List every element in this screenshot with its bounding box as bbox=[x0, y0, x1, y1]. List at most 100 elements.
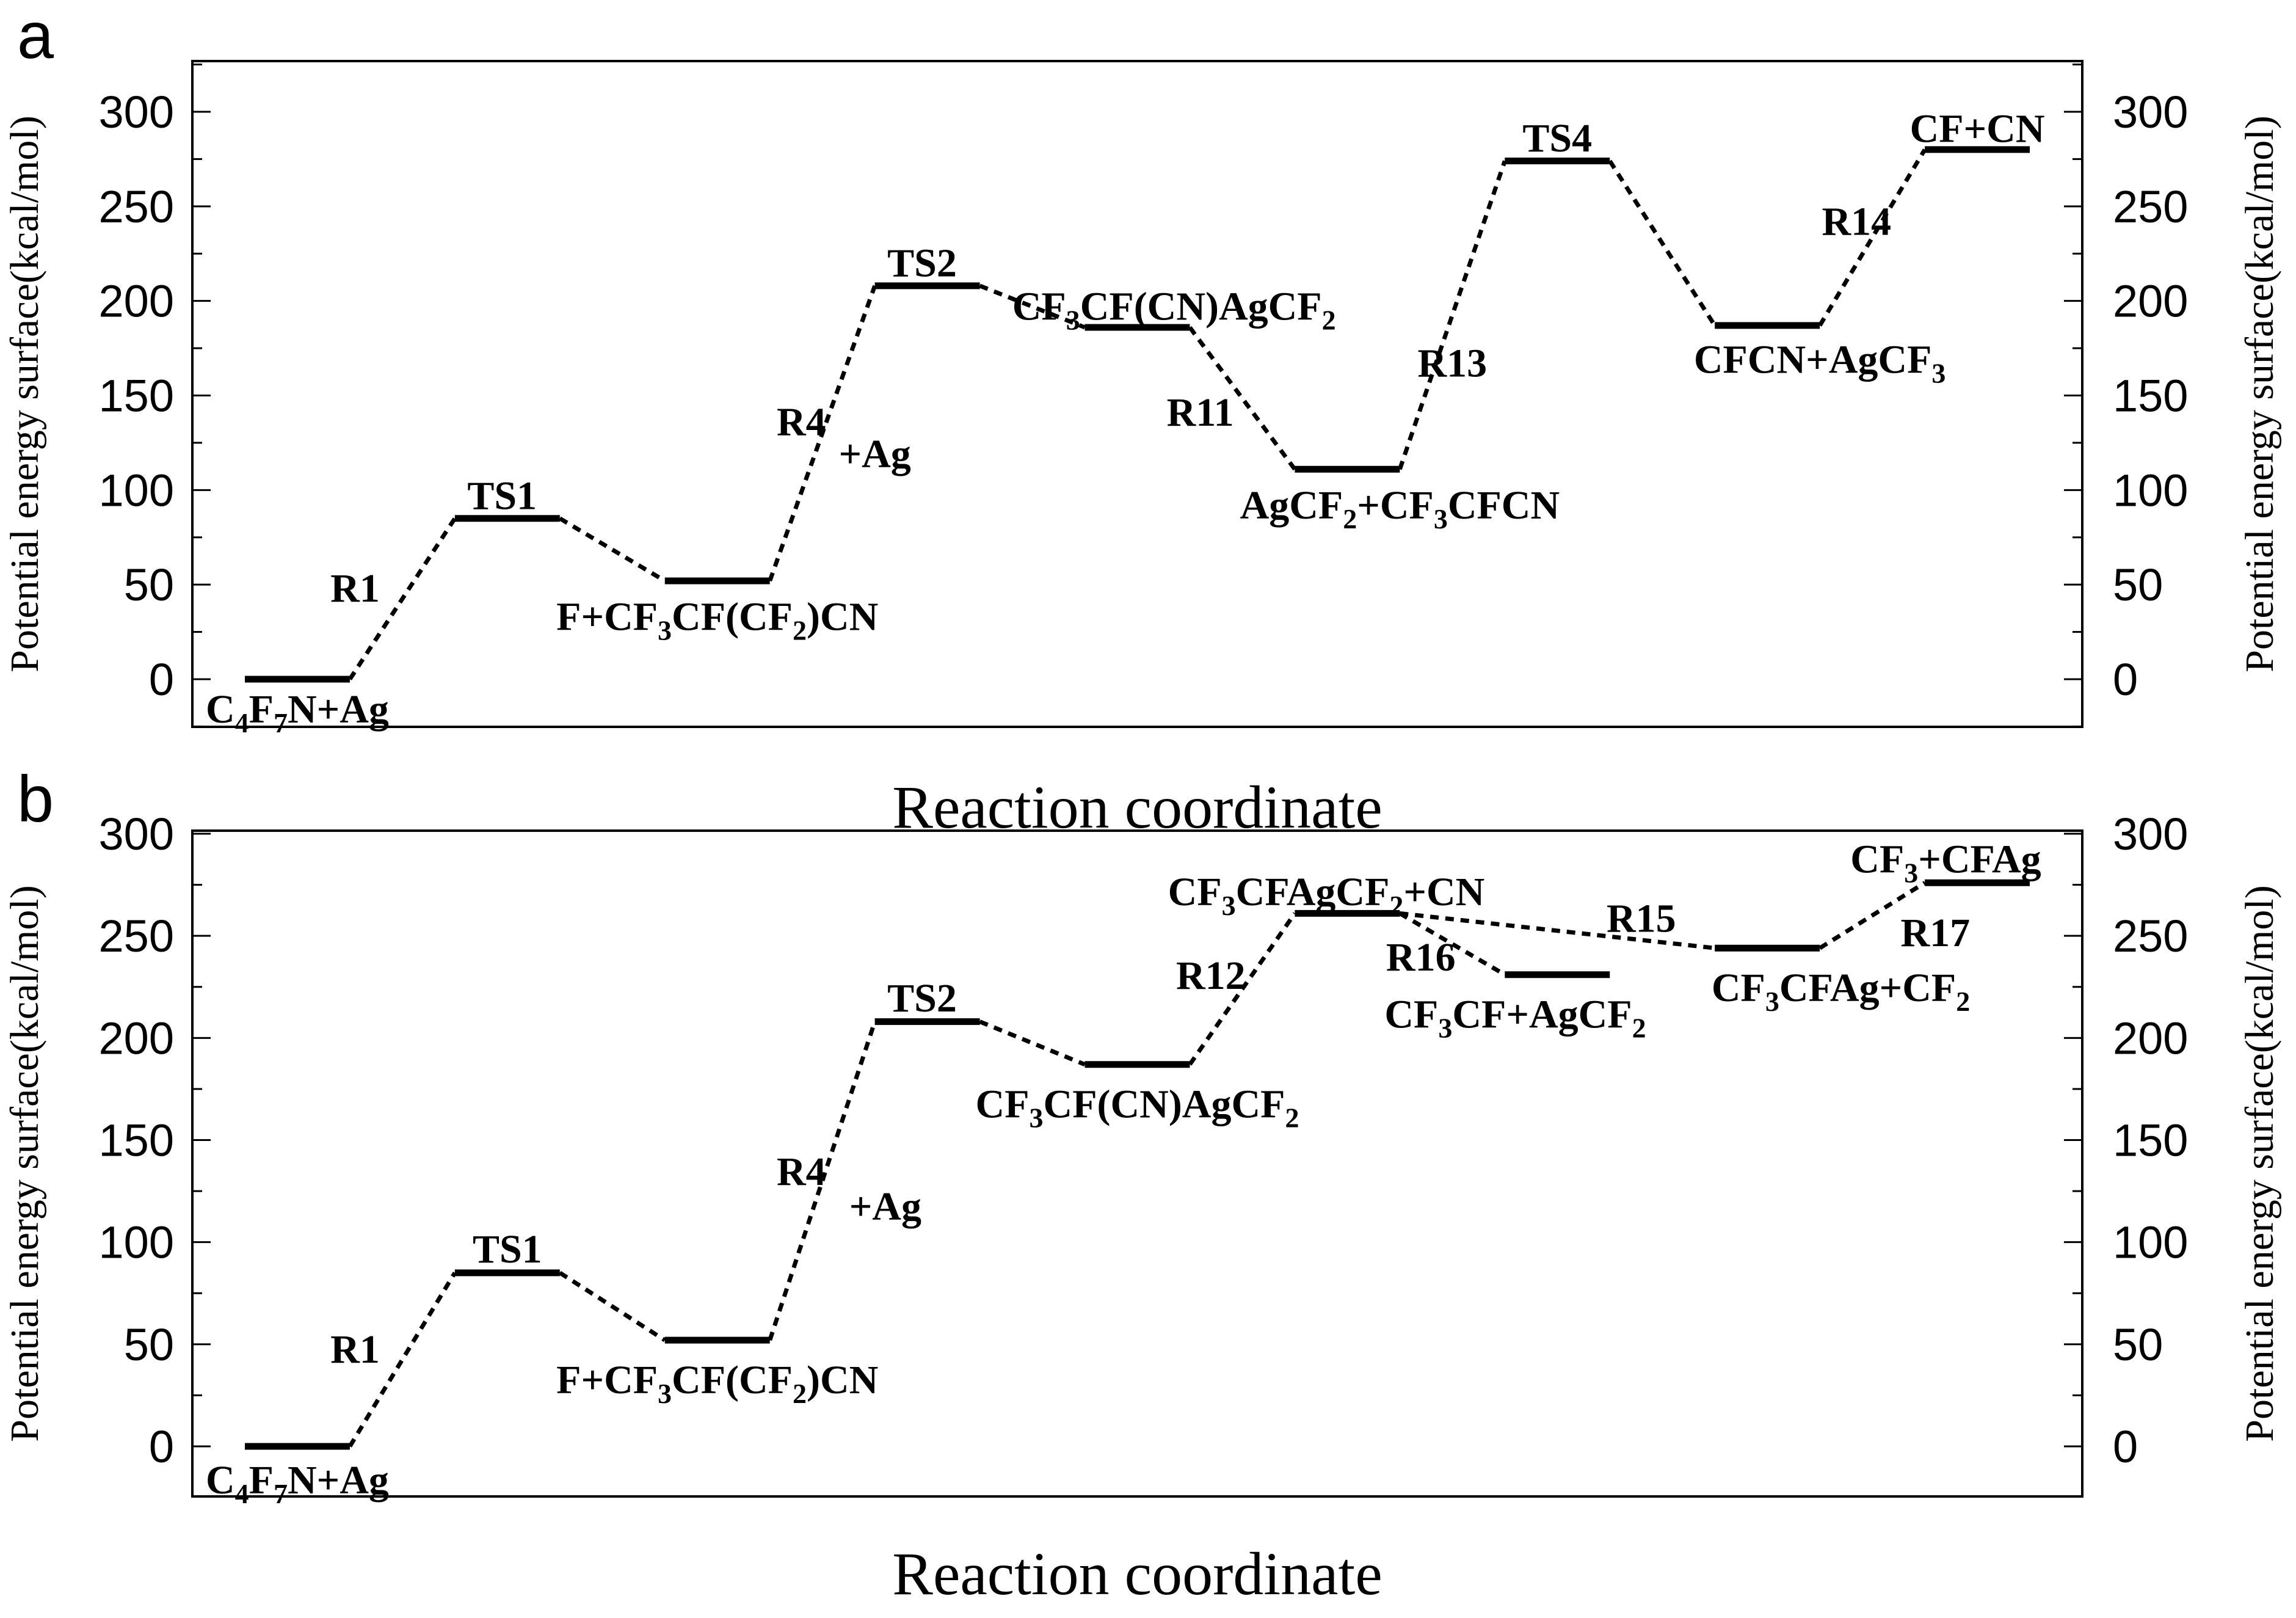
label-text: CF bbox=[1012, 285, 1066, 329]
reaction-path-connector bbox=[979, 283, 1086, 330]
label-subscript: 3 bbox=[1931, 357, 1945, 388]
y-tick-label-left: 250 bbox=[99, 911, 174, 961]
state-label: R4 bbox=[777, 1150, 826, 1194]
label-text: C bbox=[206, 1458, 235, 1503]
label-subscript: 2 bbox=[1322, 305, 1336, 336]
y-tick-label-right: 100 bbox=[2113, 465, 2188, 516]
label-subscript: 2 bbox=[1956, 986, 1970, 1017]
y-tick-label-left: 50 bbox=[124, 559, 174, 610]
state-label: R1 bbox=[330, 566, 380, 611]
state-label: +Ag bbox=[838, 432, 910, 476]
label-text: R16 bbox=[1386, 935, 1456, 980]
y-tick-label-left: 0 bbox=[149, 654, 174, 705]
label-subscript: 3 bbox=[1438, 1013, 1452, 1044]
label-text: CF bbox=[1712, 966, 1765, 1010]
state-label: TS2 bbox=[887, 241, 957, 285]
label-text: TS1 bbox=[467, 473, 537, 518]
label-subscript: 2 bbox=[793, 614, 807, 646]
label-text: R4 bbox=[777, 1150, 826, 1194]
label-text: CFCN+AgCF bbox=[1694, 337, 1932, 382]
reaction-path-connector bbox=[768, 285, 877, 582]
state-label: R14 bbox=[1822, 199, 1891, 244]
label-subscript: 4 bbox=[235, 707, 249, 738]
y-tick-label-left: 200 bbox=[99, 276, 174, 327]
y-tick-label-right: 200 bbox=[2113, 1013, 2188, 1063]
plot-frame bbox=[191, 60, 2083, 728]
y-tick-label-right: 0 bbox=[2113, 654, 2138, 705]
label-text: R14 bbox=[1822, 199, 1891, 244]
state-label: CF3CF(CN)AgCF2 bbox=[1012, 285, 1336, 336]
reaction-path-connector bbox=[768, 1021, 877, 1341]
label-text: R4 bbox=[777, 400, 826, 445]
state-label: TS1 bbox=[467, 473, 537, 518]
state-label: CF3+CFAg bbox=[1850, 837, 2041, 889]
label-text: TS1 bbox=[473, 1227, 542, 1272]
state-label: TS4 bbox=[1522, 116, 1592, 161]
label-subscript: 3 bbox=[1066, 305, 1080, 336]
label-text: CF bbox=[1850, 837, 1904, 882]
y-tick-label-right: 150 bbox=[2113, 1115, 2188, 1166]
state-label: C4F7N+Ag bbox=[206, 1458, 389, 1509]
label-text: N+Ag bbox=[288, 1458, 389, 1503]
state-label: R1 bbox=[330, 1327, 380, 1372]
label-text: CF+AgCF bbox=[1452, 993, 1632, 1037]
label-text: )CN bbox=[807, 594, 878, 639]
label-text: +CF bbox=[1357, 483, 1434, 528]
y-tick-label-right: 100 bbox=[2113, 1217, 2188, 1268]
y-tick-label-left: 150 bbox=[99, 1115, 174, 1166]
reaction-path-connector bbox=[558, 1270, 666, 1343]
label-text: CF(CF bbox=[672, 1358, 793, 1402]
label-text: +Ag bbox=[838, 432, 910, 476]
label-text: F bbox=[249, 687, 274, 732]
state-label: CF+CN bbox=[1910, 107, 2045, 151]
state-label: R4 bbox=[777, 400, 826, 445]
label-text: R13 bbox=[1417, 341, 1487, 386]
label-text: )CN bbox=[807, 1358, 878, 1402]
y-tick-label-right: 300 bbox=[2113, 809, 2188, 859]
label-subscript: 7 bbox=[274, 1478, 288, 1509]
reaction-path-connector bbox=[1399, 911, 1715, 950]
label-text: CFAg+CF bbox=[1779, 966, 1956, 1010]
label-text: R15 bbox=[1607, 896, 1676, 941]
y-tick-label-right: 0 bbox=[2113, 1421, 2138, 1472]
label-subscript: 2 bbox=[1632, 1013, 1646, 1044]
reaction-path-connector bbox=[1818, 148, 1927, 327]
state-label: R15 bbox=[1607, 896, 1676, 941]
y-tick-label-left: 50 bbox=[124, 1319, 174, 1370]
y-tick-label-left: 150 bbox=[99, 371, 174, 421]
label-subscript: 3 bbox=[658, 1378, 672, 1409]
state-label: R12 bbox=[1176, 953, 1246, 998]
y-axis-title-right: Potential energy surface(kcal/mol) bbox=[2237, 885, 2282, 1441]
label-subscript: 3 bbox=[1222, 890, 1236, 921]
panel-letter: b bbox=[17, 762, 54, 836]
y-tick-label-left: 0 bbox=[149, 1421, 174, 1472]
y-axis-title-right: Potential energy surface(kcal/mol) bbox=[2237, 115, 2282, 672]
label-text: C bbox=[206, 687, 235, 732]
label-text: CFCN bbox=[1448, 483, 1560, 528]
label-subscript: 3 bbox=[1765, 986, 1779, 1017]
y-tick-label-right: 200 bbox=[2113, 276, 2188, 327]
state-label: CF3CFAg+CF2 bbox=[1712, 966, 1970, 1017]
label-text: +CN bbox=[1403, 870, 1484, 914]
label-text: CF bbox=[976, 1082, 1030, 1127]
label-text: TS2 bbox=[887, 976, 957, 1021]
state-label: F+CF3CF(CF2)CN bbox=[556, 1358, 878, 1409]
label-text: R17 bbox=[1900, 911, 1970, 955]
label-subscript: 4 bbox=[235, 1478, 249, 1509]
label-text: R1 bbox=[330, 1327, 380, 1372]
y-tick-label-right: 250 bbox=[2113, 181, 2188, 232]
y-tick-label-left: 300 bbox=[99, 809, 174, 859]
state-label: CF3CF(CN)AgCF2 bbox=[976, 1082, 1299, 1134]
state-label: R17 bbox=[1900, 911, 1970, 955]
panel-letter: a bbox=[17, 0, 54, 72]
reaction-path-connector bbox=[347, 517, 457, 680]
label-text: R11 bbox=[1167, 390, 1234, 435]
y-tick-label-right: 250 bbox=[2113, 911, 2188, 961]
state-label: R13 bbox=[1417, 341, 1487, 386]
state-label: F+CF3CF(CF2)CN bbox=[556, 594, 878, 646]
label-subscript: 3 bbox=[1904, 858, 1918, 889]
y-tick-label-left: 250 bbox=[99, 181, 174, 232]
